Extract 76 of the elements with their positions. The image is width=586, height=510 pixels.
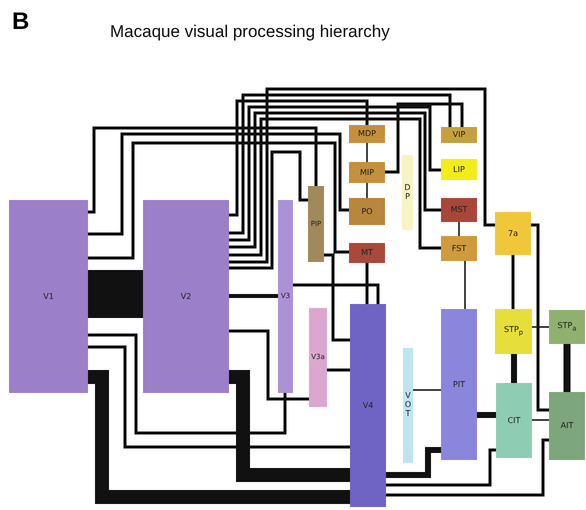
connector-line xyxy=(477,412,496,418)
connector-line xyxy=(88,132,349,236)
cortical-area-box xyxy=(441,159,477,180)
area-label: DP xyxy=(404,184,412,202)
cortical-area-box xyxy=(309,308,327,407)
cortical-area-box xyxy=(402,155,413,230)
panel-label: B xyxy=(12,8,30,36)
cortical-area-box xyxy=(441,309,477,460)
connector-line xyxy=(88,334,286,434)
area-label: CIT xyxy=(508,416,520,424)
diagram-title: Macaque visual processing hierarchy xyxy=(110,22,390,42)
area-label: MT xyxy=(361,249,373,257)
area-label: PO xyxy=(361,208,373,216)
cortical-area-box xyxy=(441,127,477,143)
connector-line xyxy=(366,263,368,304)
connector-line xyxy=(229,294,278,298)
cortical-area-box xyxy=(496,383,532,458)
cortical-area-box xyxy=(403,348,413,463)
connector-line xyxy=(531,224,549,412)
connector-line xyxy=(88,370,350,504)
cortical-area-box xyxy=(549,392,585,460)
area-label: V4 xyxy=(362,402,374,410)
connector-line xyxy=(366,183,368,198)
cortical-area-box xyxy=(143,200,229,393)
connector-line xyxy=(413,389,441,391)
connector-line xyxy=(386,447,441,478)
connector-line xyxy=(229,100,368,216)
area-label: MDP xyxy=(358,130,376,138)
cortical-area-box xyxy=(349,198,385,225)
area-label: VIP xyxy=(452,131,466,139)
connector-line xyxy=(229,150,308,270)
cortical-area-box xyxy=(350,304,386,507)
connector-line xyxy=(324,254,350,342)
connector-line xyxy=(88,126,318,214)
connector-line xyxy=(293,284,380,304)
area-label: V1 xyxy=(43,292,54,300)
cortical-area-box xyxy=(278,200,293,393)
connector-line xyxy=(229,370,350,482)
connector-line xyxy=(532,326,549,328)
connector-line xyxy=(229,94,452,234)
area-label: AIT xyxy=(560,422,574,430)
connector-line xyxy=(532,419,549,421)
cortical-area-box xyxy=(349,243,385,263)
connector-line xyxy=(458,222,460,236)
connector-line xyxy=(88,346,350,448)
area-label: VOT xyxy=(404,392,412,419)
cortical-area-box xyxy=(9,200,88,393)
connector-line xyxy=(564,344,570,392)
cortical-area-box xyxy=(349,125,385,143)
cortical-area-box xyxy=(495,212,531,255)
cortical-area-box xyxy=(308,186,324,262)
area-label: MST xyxy=(450,206,468,214)
area-label: PIT xyxy=(452,380,466,388)
cortical-area-box xyxy=(441,198,477,222)
cortical-area-box xyxy=(495,309,532,354)
cortical-area-box xyxy=(441,236,477,261)
connector-line xyxy=(386,438,549,496)
connector-line xyxy=(366,143,368,162)
cortical-area-box xyxy=(349,162,385,183)
area-label: STP$_{a}$ xyxy=(558,322,576,332)
connector-line xyxy=(229,88,495,264)
cortical-area-box xyxy=(549,310,585,344)
connector-line xyxy=(88,142,349,260)
connector-line xyxy=(385,102,464,174)
area-label: FST xyxy=(452,244,466,252)
connector-line xyxy=(327,368,350,372)
connector-line xyxy=(512,255,514,309)
area-label: MIP xyxy=(360,168,374,176)
area-label: STP$_{p}$ xyxy=(504,326,524,337)
connector-line xyxy=(229,330,309,400)
area-label: LIP xyxy=(453,166,465,174)
area-label: 7a xyxy=(508,230,518,238)
connector-line xyxy=(464,261,466,309)
area-label: V2 xyxy=(180,292,192,300)
connector-line xyxy=(511,354,517,383)
connector-line xyxy=(386,448,496,486)
